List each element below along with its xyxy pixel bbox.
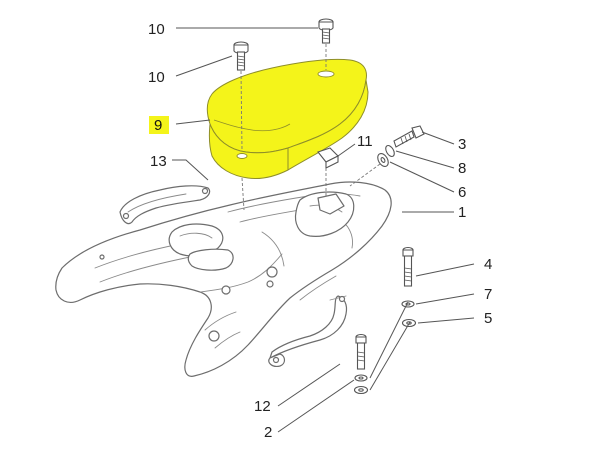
screw-10-top — [318, 18, 334, 70]
callout-8: 8 — [458, 160, 466, 177]
callout-12: 12 — [254, 398, 271, 415]
callout-5: 5 — [484, 310, 492, 327]
screw-10-left — [233, 41, 249, 211]
callout-labels: 10 10 9 13 11 3 8 6 1 4 7 5 12 2 — [148, 21, 492, 441]
callout-10-top: 10 — [148, 21, 165, 38]
callout-4: 4 — [484, 256, 492, 273]
washer-5-left — [353, 385, 369, 395]
clip-nut-11 — [317, 147, 339, 196]
seat-pad-top — [206, 59, 367, 154]
leader-lines — [172, 27, 475, 433]
callout-9: 9 — [154, 117, 162, 134]
grab-bracket-left — [119, 185, 211, 225]
washer-8 — [385, 144, 395, 158]
washer-6 — [377, 152, 389, 168]
seat-pad-side — [208, 123, 289, 179]
lower-bracket — [268, 295, 348, 367]
seat-pad-rear — [287, 79, 369, 171]
callout-11: 11 — [357, 133, 373, 150]
callout-10-left: 10 — [148, 69, 165, 86]
washer-7-right — [401, 300, 415, 308]
callout-1: 1 — [458, 204, 466, 221]
seat-pad-bolt-hole-bottom — [236, 153, 248, 159]
callout-3: 3 — [458, 136, 466, 153]
callout-7: 7 — [484, 286, 492, 303]
seat-pad-crease — [213, 119, 291, 132]
bolt-2 — [355, 333, 367, 370]
callout-2: 2 — [264, 424, 272, 441]
seat-pad-bolt-hole-top — [317, 70, 335, 78]
callout-6: 6 — [458, 184, 466, 201]
bolt-4 — [402, 246, 414, 287]
seat-pad-highlighted — [206, 59, 369, 179]
bolt-3 — [393, 125, 425, 148]
callout-13: 13 — [150, 153, 167, 170]
callout-9-highlight — [149, 116, 169, 134]
rear-body-shell — [55, 181, 392, 377]
washer-7-left — [354, 374, 368, 382]
